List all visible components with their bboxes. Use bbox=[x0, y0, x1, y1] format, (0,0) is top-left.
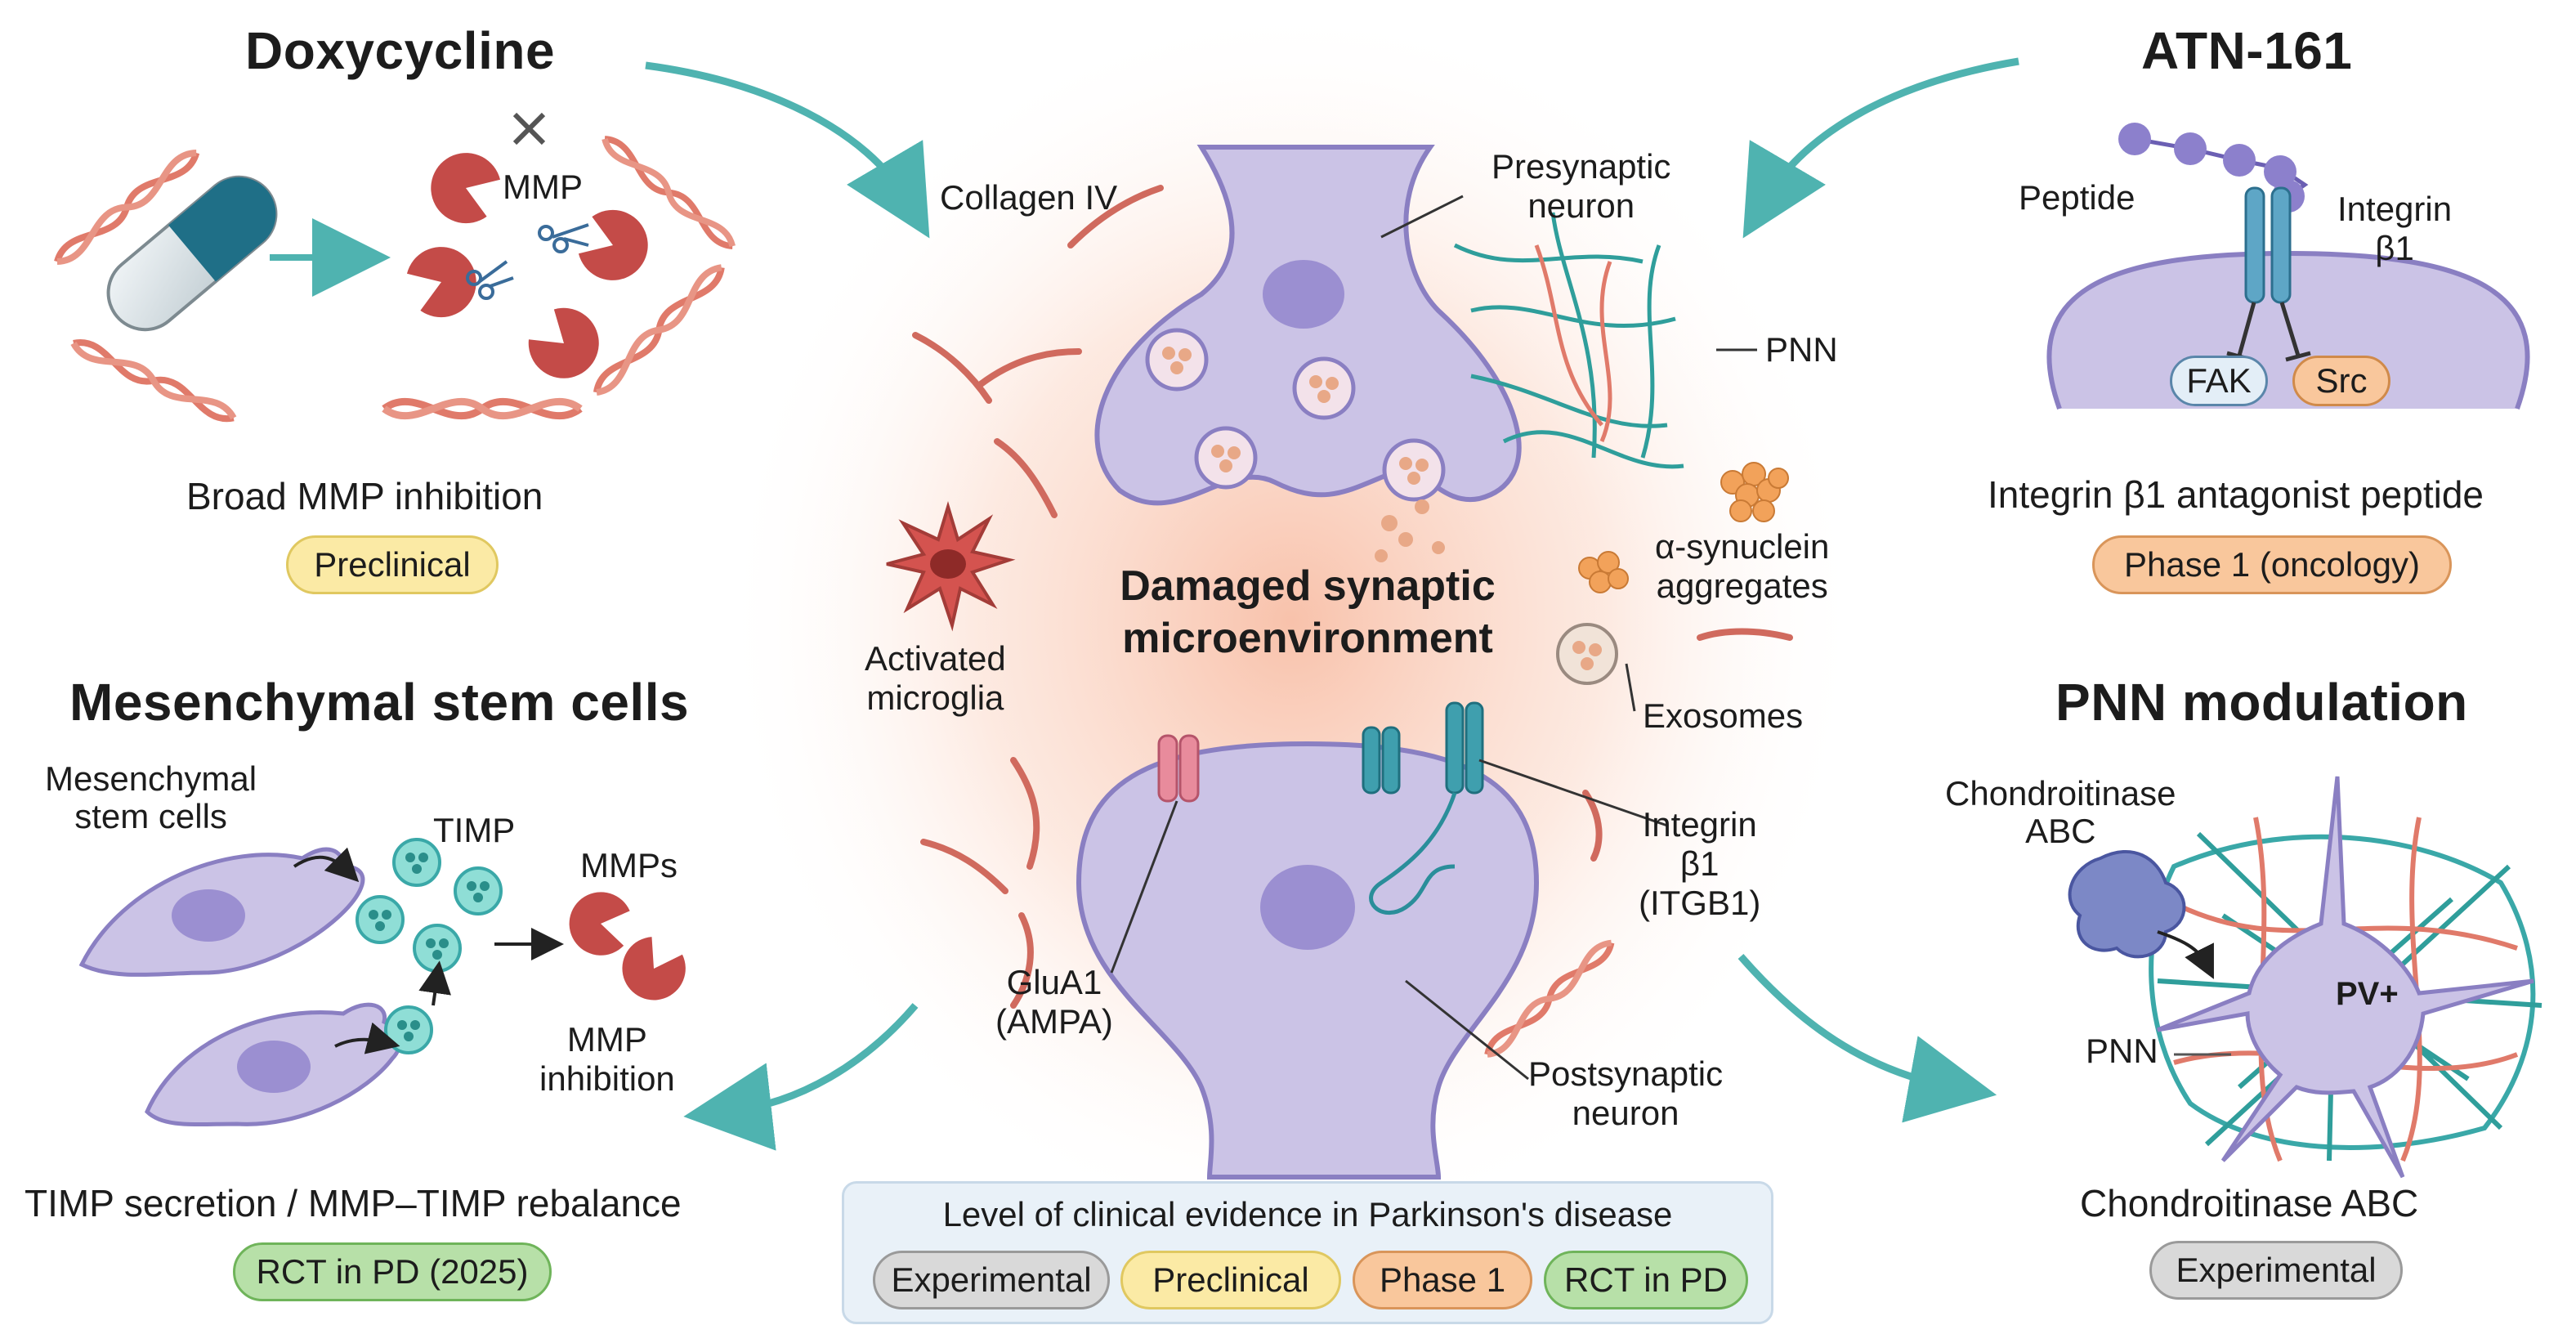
presynaptic-label: Presynaptic neuron bbox=[1491, 147, 1671, 225]
legend-experimental: Experimental bbox=[873, 1251, 1110, 1309]
integrin-label-atn: Integrin β1 bbox=[2337, 190, 2453, 267]
atn161-badge: Phase 1 (oncology) bbox=[2092, 535, 2452, 594]
doxycycline-caption: Broad MMP inhibition bbox=[186, 475, 543, 517]
legend-preclinical: Preclinical bbox=[1120, 1251, 1341, 1309]
mmp-inhibition-label: MMP inhibition bbox=[539, 1020, 675, 1098]
microglia-icon bbox=[886, 501, 1016, 632]
atn161-arrow bbox=[1742, 57, 2019, 239]
center-title-line2: microenvironment bbox=[1122, 615, 1493, 662]
atn161-caption: Integrin β1 antagonist peptide bbox=[1988, 473, 2484, 516]
legend-phase1: Phase 1 bbox=[1353, 1251, 1532, 1309]
leader-lines bbox=[1110, 195, 1757, 1081]
pnn-strands-center bbox=[1453, 212, 1684, 469]
integrin-receptor-icon bbox=[2244, 186, 2292, 304]
pnn-mod-title: PNN modulation bbox=[2055, 673, 2468, 732]
pnn-mod-caption: Chondroitinase ABC bbox=[2080, 1182, 2419, 1224]
mmps-label: MMPs bbox=[580, 846, 678, 884]
stem-cell-icons bbox=[78, 847, 402, 1127]
msc-caption: TIMP secretion / MMP–TIMP rebalance bbox=[25, 1182, 682, 1224]
doxycycline-badge: Preclinical bbox=[286, 535, 499, 594]
cross-icon bbox=[512, 112, 546, 145]
evidence-legend: Level of clinical evidence in Parkinson'… bbox=[842, 1181, 1773, 1324]
chondroitinase-enzyme-icon bbox=[2068, 849, 2186, 959]
synuclein-label: α-synuclein aggregates bbox=[1655, 527, 1830, 605]
center-title-line1: Damaged synaptic bbox=[1120, 562, 1496, 610]
msc-black-arrows bbox=[293, 847, 564, 1054]
pnn-label-center: PNN bbox=[1765, 330, 1838, 369]
msc-title: Mesenchymal stem cells bbox=[69, 673, 690, 732]
postsynaptic-nucleus bbox=[1260, 865, 1355, 950]
msc-cells-label: Mesenchymal stem cells bbox=[45, 759, 257, 835]
mmps-pacman-icons bbox=[564, 887, 695, 1012]
fak-badge: FAK bbox=[2170, 356, 2268, 406]
exosomes-label: Exosomes bbox=[1643, 696, 1804, 735]
pnn-mod-badge: Experimental bbox=[2149, 1241, 2403, 1300]
doxycycline-arrow bbox=[645, 61, 930, 239]
collagen-fibers-center bbox=[912, 185, 1793, 1009]
microglia-label: Activated microglia bbox=[865, 639, 1006, 717]
msc-badge: RCT in PD (2025) bbox=[233, 1242, 552, 1301]
pv-label: PV+ bbox=[2336, 976, 2399, 1012]
mmp-label: MMP bbox=[503, 168, 583, 206]
legend-rct: RCT in PD bbox=[1544, 1251, 1748, 1309]
presynaptic-nucleus bbox=[1263, 260, 1344, 329]
postsynaptic-label: Postsynaptic neuron bbox=[1528, 1054, 1724, 1132]
pnn-label-right: PNN bbox=[2086, 1032, 2158, 1070]
released-vesicles-icon bbox=[1375, 499, 1445, 562]
enzyme-arrow bbox=[2157, 930, 2214, 979]
doxycycline-title: Doxycycline bbox=[245, 21, 556, 80]
pnn-arrow bbox=[1737, 954, 1997, 1123]
capsule-icon bbox=[106, 175, 278, 332]
glua1-receptor-icon bbox=[1157, 734, 1200, 803]
integrin-synapse-icon bbox=[1362, 701, 1484, 915]
collagen-label: Collagen IV bbox=[940, 178, 1118, 217]
scissors-icon bbox=[466, 223, 589, 300]
synuclein-aggregates-icon bbox=[1578, 462, 1789, 593]
pv-neuron-icon bbox=[2157, 776, 2534, 1179]
glua1-label: GluA1 (AMPA) bbox=[995, 963, 1113, 1041]
center-title: Damaged synaptic microenvironment bbox=[1075, 560, 1541, 665]
timp-label: TIMP bbox=[433, 811, 516, 849]
legend-title: Level of clinical evidence in Parkinson'… bbox=[942, 1195, 1673, 1233]
chondroitinase-label: Chondroitinase ABC bbox=[1945, 774, 2176, 850]
peptide-label: Peptide bbox=[2019, 178, 2135, 217]
postsynaptic-neuron-shape bbox=[1076, 741, 1540, 1180]
exosome-icon bbox=[1556, 623, 1618, 685]
src-badge: Src bbox=[2292, 356, 2390, 406]
msc-arrow bbox=[683, 1003, 919, 1151]
atn161-title: ATN-161 bbox=[2141, 21, 2353, 80]
integrin-label-center: Integrin β1 (ITGB1) bbox=[1639, 805, 1761, 922]
